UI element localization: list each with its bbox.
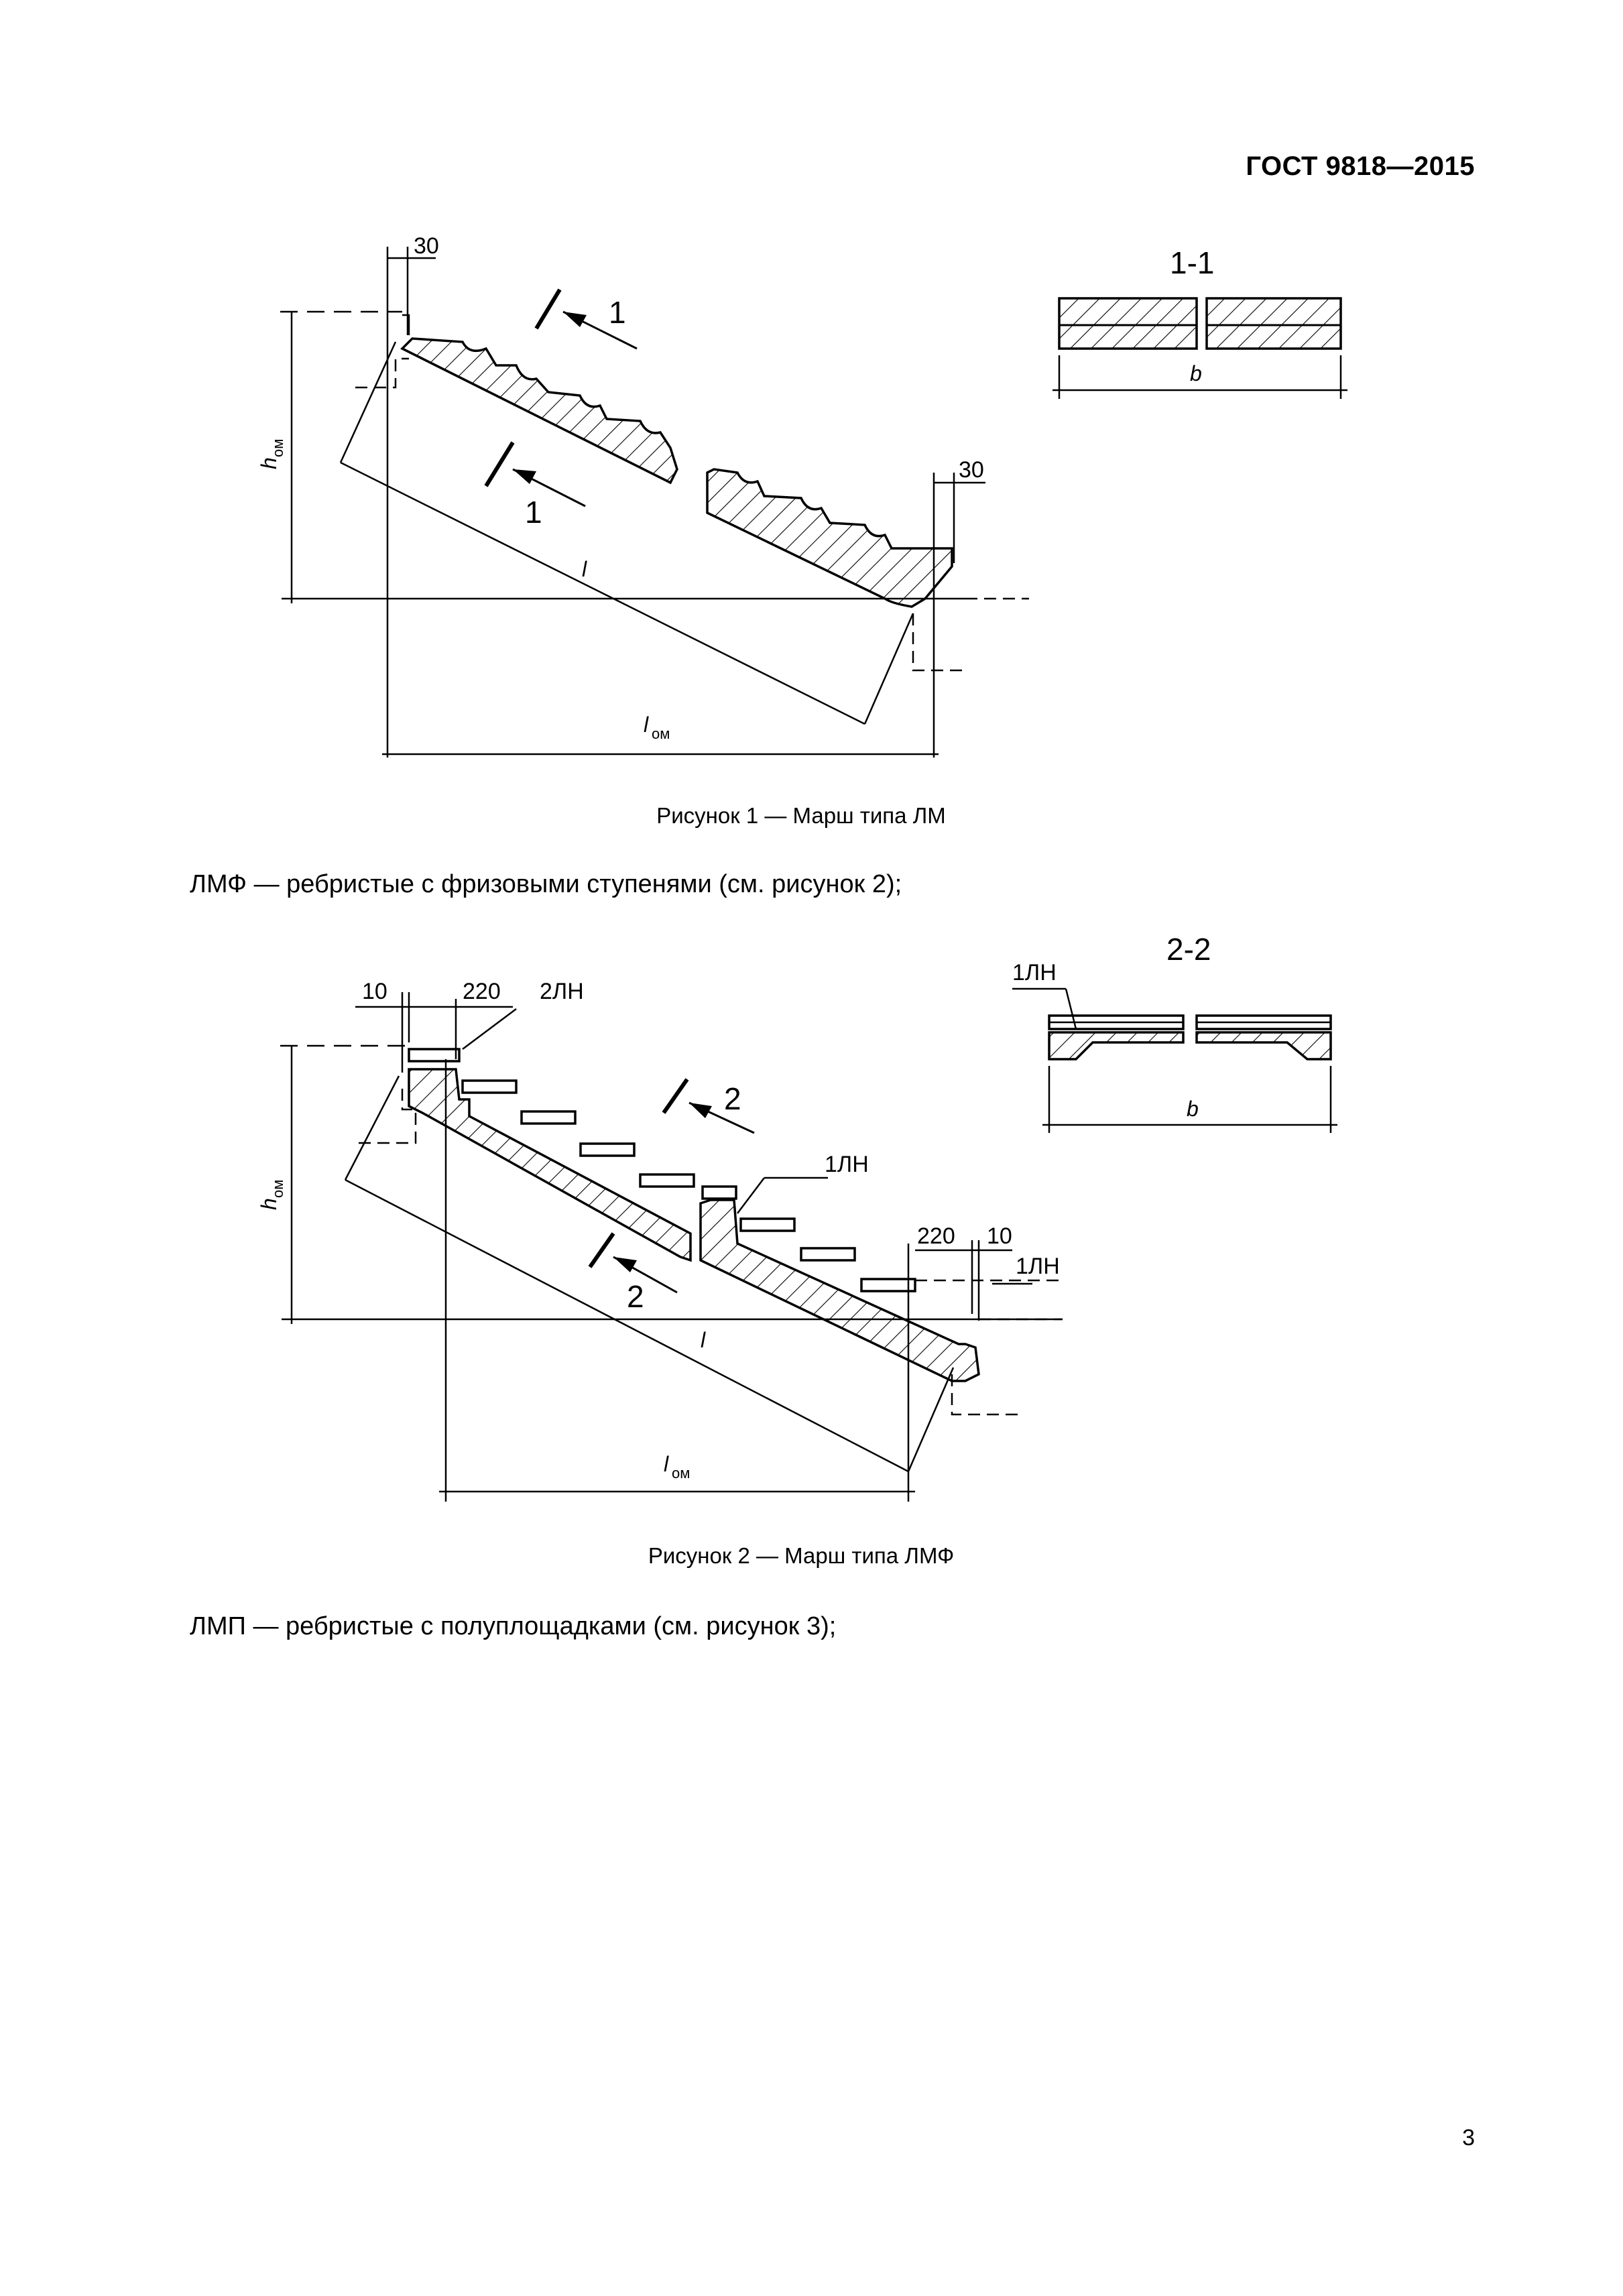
fig1-section-title: 1-1: [1170, 245, 1214, 280]
fig1-length-symbol: l: [644, 713, 649, 737]
fig2-section-mark-lower: 2: [627, 1279, 644, 1314]
fig2-dim-right-width: 220: [917, 1223, 955, 1249]
figure-2-caption: Рисунок 2 — Марш типа ЛМФ: [648, 1543, 955, 1568]
fig2-width-symbol: b: [1187, 1097, 1199, 1121]
paragraph-lmp: ЛМП — ребристые с полуплощадками (см. ри…: [190, 1612, 837, 1640]
fig2-length-subscript: ом: [672, 1465, 690, 1482]
fig2-label-2ln: 2ЛН: [540, 979, 584, 1004]
fig2-height-subscript: ом: [269, 1180, 286, 1198]
fig2-slope-symbol: l: [701, 1328, 706, 1352]
fig2-label-1ln-right: 1ЛН: [1016, 1254, 1060, 1279]
figure-1-drawing: 30 30 1 1 1-1 b h ом l l ом: [257, 233, 1347, 758]
fig1-height-subscript: ом: [269, 439, 286, 457]
fig2-dim-right-gap: 10: [987, 1223, 1012, 1249]
fig1-width-symbol: b: [1190, 361, 1202, 385]
fig2-section-title: 2-2: [1166, 932, 1211, 967]
fig2-label-1ln-mid: 1ЛН: [825, 1152, 869, 1177]
fig1-dim-right-30: 30: [959, 457, 984, 483]
figure-1-caption: Рисунок 1 — Марш типа ЛМ: [656, 803, 946, 828]
paragraph-lmf: ЛМФ — ребристые с фризовыми ступенями (с…: [190, 870, 902, 898]
fig2-label-1ln-section: 1ЛН: [1012, 960, 1057, 985]
figure-2-drawing: 10 220 2ЛН 1ЛН 220 10 1ЛН 1ЛН 2 2 2-2 b …: [257, 932, 1337, 1502]
fig1-section-mark-lower: 1: [525, 495, 542, 530]
fig2-length-symbol: l: [664, 1452, 669, 1476]
page-number: 3: [1462, 2125, 1475, 2151]
fig2-section-mark-upper: 2: [724, 1081, 741, 1116]
fig1-height-symbol: h: [257, 457, 281, 469]
fig2-dim-left-gap: 10: [362, 979, 387, 1004]
fig1-slope-symbol: l: [582, 557, 587, 581]
fig1-length-subscript: ом: [652, 725, 670, 742]
document-header: ГОСТ 9818—2015: [1246, 152, 1475, 181]
fig2-dim-left-width: 220: [463, 979, 501, 1004]
fig2-height-symbol: h: [257, 1198, 281, 1210]
fig1-dim-top-30: 30: [414, 233, 439, 259]
fig1-section-mark-upper: 1: [609, 295, 626, 330]
